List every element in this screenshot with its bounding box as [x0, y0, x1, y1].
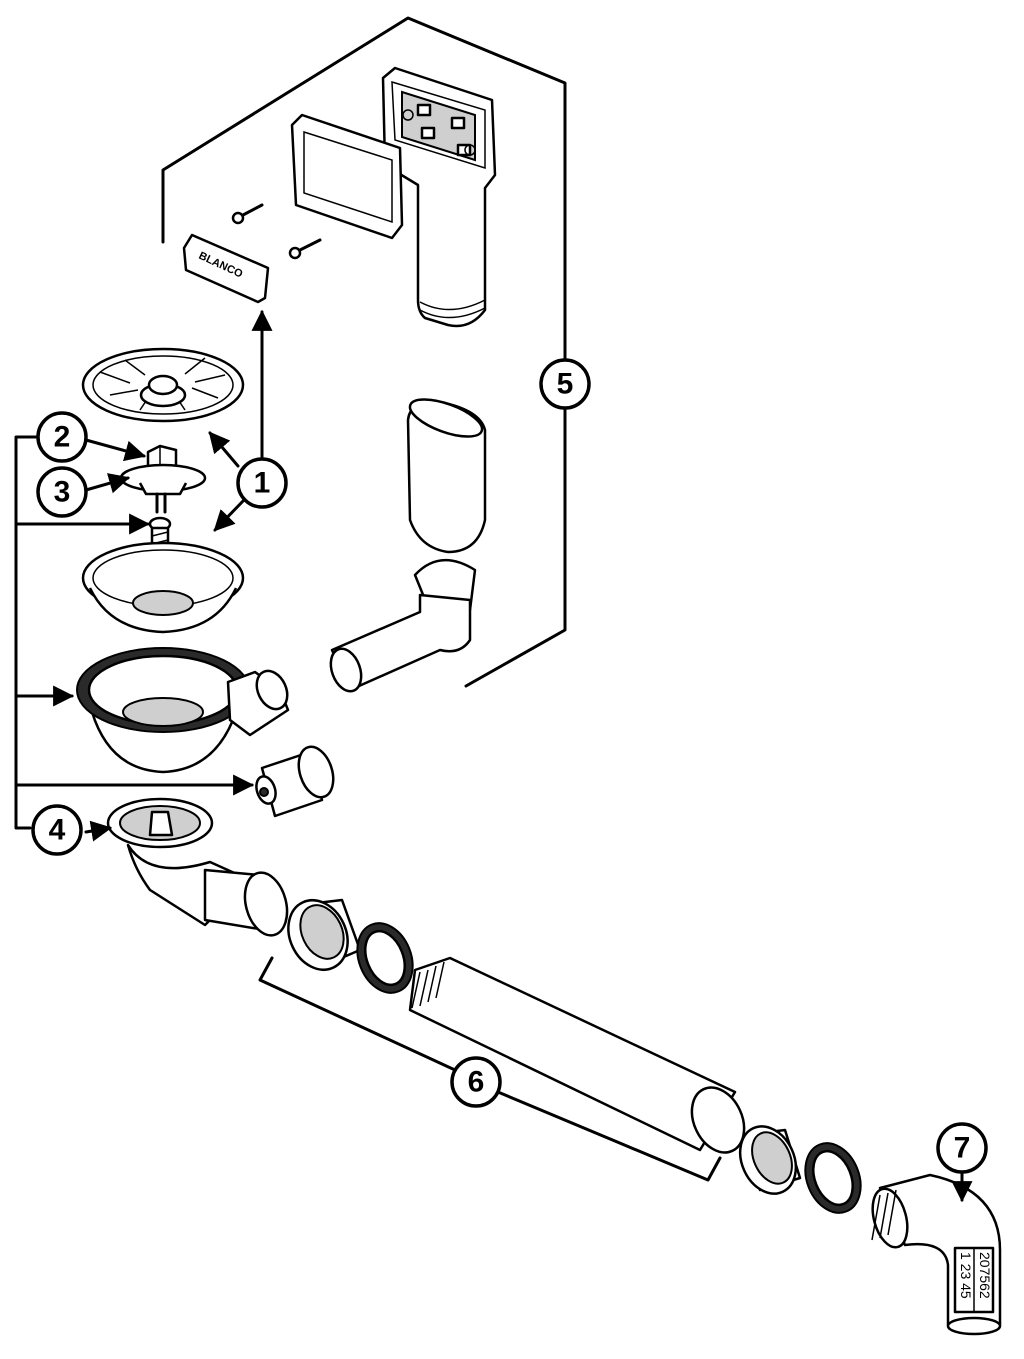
callout-5-label: 5 — [557, 368, 574, 401]
callout-2: 2 — [36, 411, 88, 463]
callout-6-label: 6 — [468, 1066, 485, 1099]
left-bracket — [14, 435, 255, 830]
overflow-plug — [255, 745, 335, 818]
elbow-code-line2: 1 23 45 — [958, 1252, 974, 1299]
callout-2-label: 2 — [54, 421, 71, 454]
callout-3: 3 — [36, 466, 88, 518]
part-7-elbow: 207562 1 23 45 — [871, 1173, 1002, 1336]
bracket-6 — [258, 956, 722, 1182]
part-3-cap — [119, 463, 207, 514]
callout-4-label: 4 — [49, 814, 66, 847]
brand-plate: BLANCO — [182, 233, 270, 304]
strainer-basket — [81, 347, 245, 423]
elbow-code-line1: 207562 — [977, 1252, 993, 1299]
pipe-ring-1 — [356, 922, 414, 994]
callout-3-label: 3 — [54, 476, 71, 509]
screw-lower — [288, 238, 322, 260]
callout-5: 5 — [539, 358, 591, 410]
pipe-nut-2 — [738, 1125, 802, 1195]
callout-1: 1 — [236, 457, 288, 509]
drain-body — [76, 647, 290, 774]
overflow-gasket — [290, 113, 404, 240]
callout-4: 4 — [31, 804, 83, 856]
bracket-5 — [161, 16, 567, 688]
callout-7: 7 — [936, 1122, 988, 1174]
callout-1-label: 1 — [254, 467, 271, 500]
pipe-ring-2 — [804, 1142, 862, 1214]
waste-pipe — [408, 956, 746, 1154]
part-4-outlet — [106, 797, 289, 937]
overflow-housing — [381, 66, 497, 328]
callout-6: 6 — [450, 1056, 502, 1108]
overflow-tube — [329, 398, 487, 693]
callout-7-label: 7 — [954, 1132, 971, 1165]
screw-upper — [231, 203, 264, 225]
pipe-nut-1 — [287, 898, 362, 971]
strainer-bowl — [81, 541, 245, 634]
